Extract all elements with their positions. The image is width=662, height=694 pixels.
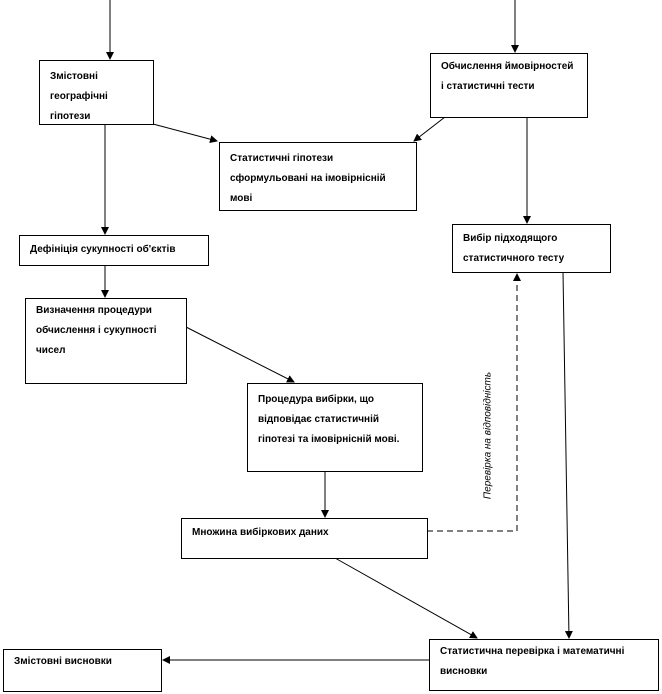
arrow-data-to-check bbox=[334, 557, 478, 639]
node-label: Обчислення ймовірностей і статистичні те… bbox=[441, 61, 574, 92]
node-population-definition: Дефініція сукупності об'єктів bbox=[19, 235, 209, 266]
node-label: Множина вибіркових даних bbox=[192, 527, 329, 538]
edge-label-consistency-check: Перевірка на відповідність bbox=[482, 371, 494, 500]
arrow-procedure-to-sampling bbox=[185, 326, 295, 383]
node-label: Дефініція сукупності об'єктів bbox=[30, 244, 176, 255]
node-label: Змістовні географічні гіпотези bbox=[50, 71, 108, 122]
node-stat-hypotheses: Статистичні гіпотези сформульовані на ім… bbox=[219, 142, 417, 211]
node-label: Статистичні гіпотези сформульовані на ім… bbox=[230, 153, 386, 204]
node-label: Змістовні висновки bbox=[14, 656, 112, 667]
node-stat-check: Статистична перевірка і математичні висн… bbox=[429, 639, 659, 691]
node-label: Визначення процедури обчислення і сукупн… bbox=[36, 305, 157, 356]
node-probability-calc: Обчислення ймовірностей і статистичні те… bbox=[430, 53, 588, 118]
node-sampling-procedure: Процедура вибірки, що відповідає статист… bbox=[247, 383, 423, 472]
arrow-geo-to-stat bbox=[152, 123, 218, 144]
node-label: Статистична перевірка і математичні висн… bbox=[440, 646, 625, 677]
node-label: Процедура вибірки, що відповідає статист… bbox=[258, 394, 400, 445]
node-test-choice: Вибір підходящого статистичного тесту bbox=[452, 224, 611, 273]
node-geo-hypotheses: Змістовні географічні гіпотези bbox=[39, 60, 154, 125]
node-procedure-definition: Визначення процедури обчислення і сукупн… bbox=[25, 298, 187, 384]
dashed-arrow-data-to-test bbox=[427, 273, 521, 532]
node-conclusions: Змістовні висновки bbox=[3, 649, 162, 692]
node-sample-data: Множина вибіркових даних bbox=[181, 518, 428, 559]
arrow-prob-to-stat bbox=[413, 116, 446, 142]
node-label: Вибір підходящого статистичного тесту bbox=[463, 233, 565, 264]
arrow-test-to-check bbox=[562, 271, 573, 639]
